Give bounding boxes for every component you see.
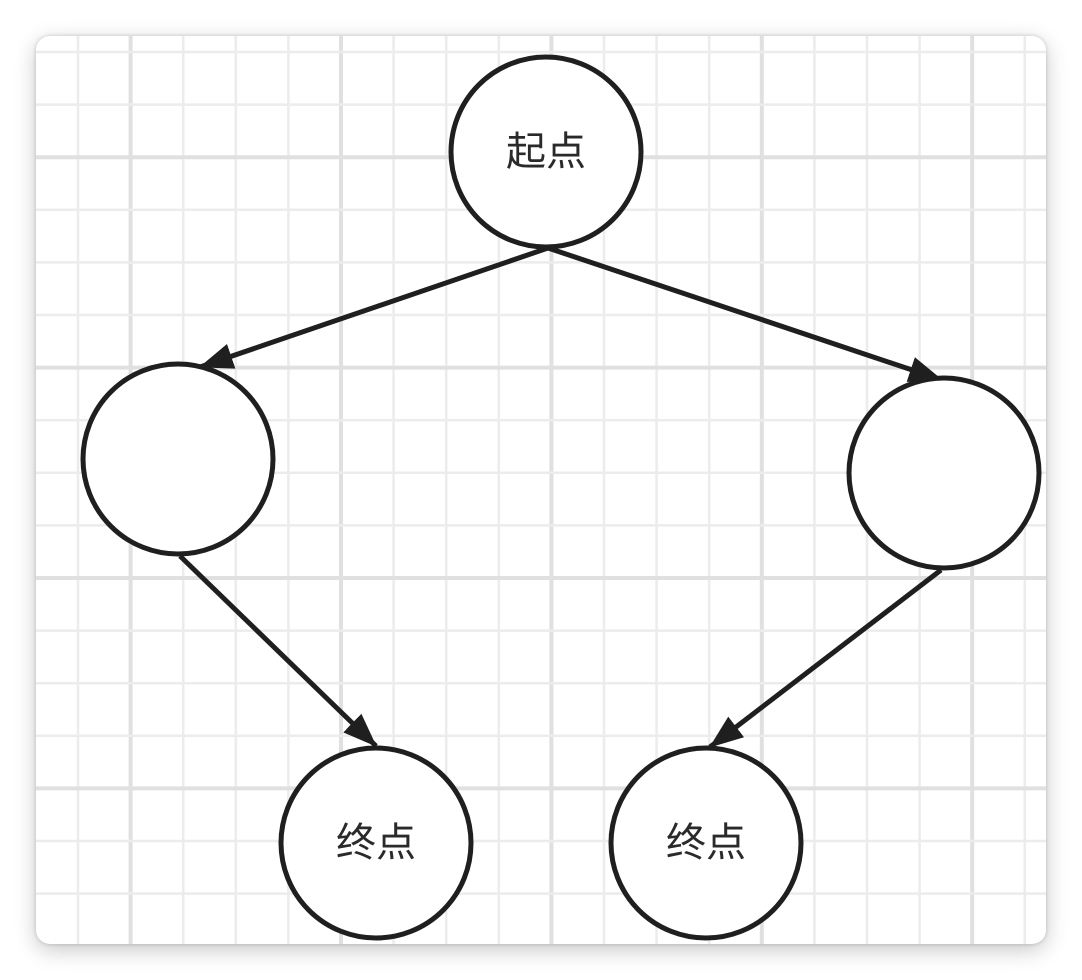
nodes-group: 起点 终点 终点: [80, 54, 1042, 941]
node-end-right-label: 终点: [666, 820, 746, 866]
edge-right-to-end-right: [708, 568, 943, 749]
node-right-middle[interactable]: [846, 375, 1042, 571]
edge-left-to-end-left: [178, 554, 378, 748]
node-start[interactable]: 起点: [448, 54, 644, 250]
diagram-canvas: 起点 终点 终点: [36, 36, 1046, 944]
node-start-label: 起点: [506, 129, 586, 175]
node-left-middle[interactable]: [80, 361, 276, 557]
diagram-svg: 起点 终点 终点: [36, 36, 1046, 944]
edge-start-to-right: [547, 245, 943, 383]
node-end-left[interactable]: 终点: [278, 745, 474, 941]
node-end-right[interactable]: 终点: [608, 745, 804, 941]
node-end-left-label: 终点: [336, 820, 416, 866]
edge-start-to-left: [199, 245, 549, 370]
edges-group: [178, 245, 943, 749]
